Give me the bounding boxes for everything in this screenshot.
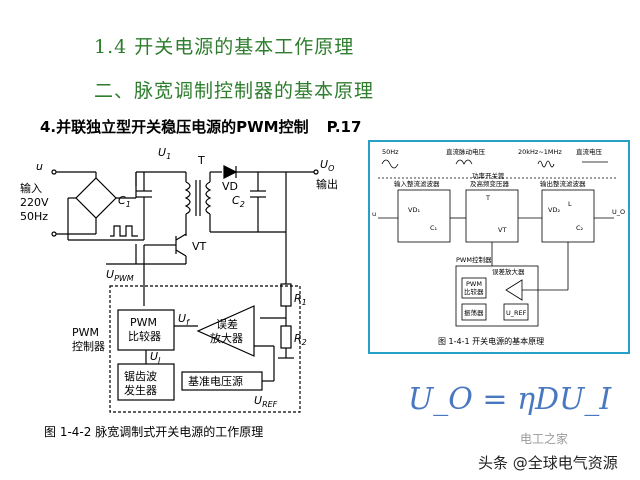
error-amp-label: 误差放大器: [492, 267, 525, 276]
pwm-comparator-label-2: 比较器: [464, 287, 484, 296]
slide-title: 1.4 开关电源的基本工作原理: [94, 36, 355, 58]
input-filter-label: 输入整流滤波器: [394, 179, 440, 188]
pulsating-dc-label: 直流脉动电压: [446, 147, 486, 156]
error-amp-label: 误差: [216, 317, 238, 331]
circuit-caption: 图 1-4-2 脉宽调制式开关电源的工作原理: [44, 424, 263, 439]
uref-label: UREF: [254, 394, 278, 409]
u1-label: U1: [158, 146, 171, 161]
source-credit: 头条 @全球电气资源: [478, 454, 618, 472]
uref-label: U_REF: [506, 309, 527, 317]
duty-cycle-formula: U_O = ηDU_I: [408, 382, 612, 417]
vt-label: VT: [192, 240, 207, 253]
input-u-label: u: [36, 160, 43, 173]
output-filter-label: 输出整流滤波器: [540, 179, 586, 188]
freq-range-label: 20kHz~1MHz: [518, 148, 562, 156]
pwm-controller-label: PWM: [72, 326, 99, 339]
page-reference: P.17: [326, 118, 362, 136]
pwm-controller-label-2: 控制器: [72, 339, 105, 353]
section-title: 二、脉宽调制控制器的基本原理: [94, 80, 375, 102]
u-out-label: U_O: [612, 208, 625, 216]
r2-label: R2: [294, 332, 307, 347]
oscillator-label: 振荡器: [464, 308, 484, 317]
subtitle: 4.并联独立型开关稳压电源的PWM控制 P.17: [40, 116, 361, 137]
pwm-circuit-diagram: u 输入 220V 50Hz U1 T VD C1 C2 UO 输出 VT UP…: [20, 146, 338, 439]
block-diagram-border: [368, 140, 630, 354]
block-diagram: 50Hz 直流脉动电压 20kHz~1MHz 直流电压 输入整流滤波器 功率开关…: [368, 140, 630, 354]
block-caption: 图 1-4-1 开关电源的基本原理: [438, 336, 544, 346]
t-label: T: [485, 194, 490, 202]
switch-label-2: 及高频变压器: [470, 179, 510, 188]
watermark: 电工之家: [520, 432, 569, 446]
saw-generator-label-2: 发生器: [124, 383, 157, 397]
switch-label: 功率开关管: [472, 171, 505, 180]
pwm-comparator-label-2: 比较器: [128, 329, 161, 343]
uj-label: UJ: [150, 350, 161, 365]
u-in-label: u: [372, 210, 376, 218]
dc-voltage-label: 直流电压: [576, 147, 603, 156]
pwm-comparator-label: PWM: [466, 280, 482, 288]
vd-label: VD: [222, 180, 238, 193]
vt-label: VT: [498, 226, 506, 234]
vref-source-label: 基准电压源: [188, 374, 243, 388]
freq-50hz-label: 50Hz: [382, 148, 399, 156]
subtitle-text: 4.并联独立型开关稳压电源的PWM控制: [40, 118, 309, 136]
c2-label: C2: [232, 194, 245, 209]
error-amp-label-2: 放大器: [210, 331, 243, 345]
c1-label: C1: [118, 194, 131, 209]
vd2-label: VD₂: [548, 206, 560, 214]
vd1-label: VD₁: [408, 206, 420, 214]
input-voltage: 220V: [20, 196, 49, 209]
c2-label: C₂: [576, 224, 584, 232]
input-freq: 50Hz: [20, 210, 48, 223]
input-label: 输入: [20, 181, 42, 195]
uo-label: UO: [320, 158, 334, 173]
upwm-label: UPWM: [106, 268, 134, 283]
pwm-controller-label: PWM控制器: [456, 255, 492, 264]
pwm-comparator-label: PWM: [130, 316, 157, 329]
saw-generator-label: 锯齿波: [124, 369, 157, 383]
c1-label: C₁: [430, 224, 438, 232]
uf-label: Uf: [178, 312, 190, 327]
output-label: 输出: [316, 177, 338, 191]
transformer-label: T: [197, 154, 205, 167]
r1-label: R1: [294, 292, 307, 307]
l-label: L: [568, 200, 572, 208]
